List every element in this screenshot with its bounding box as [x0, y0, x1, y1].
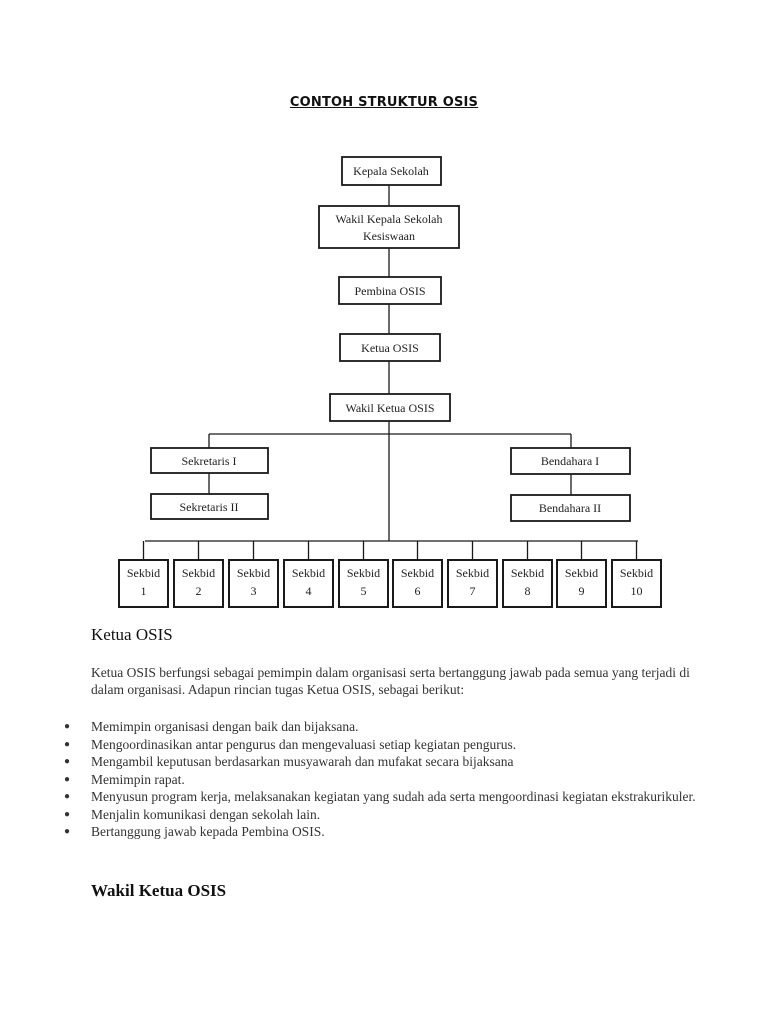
- box-pembina-osis: [338, 276, 442, 305]
- box-sekretaris-1: [150, 447, 269, 474]
- number-sekbid-8: 8: [525, 584, 531, 598]
- box-sekbid-5: [338, 559, 389, 608]
- label-sekbid-9: Sekbid: [565, 566, 598, 580]
- box-bendahara-2: [510, 494, 631, 522]
- box-sekbid-3: [228, 559, 279, 608]
- section-heading-ketua: Ketua OSIS: [91, 625, 173, 644]
- box-sekbid-2: [173, 559, 224, 608]
- bullet-icon: ●: [64, 808, 71, 820]
- list-item-text: Mengambil keputusan berdasarkan musyawar…: [91, 754, 514, 769]
- label-ketua-osis: Ketua OSIS: [361, 341, 419, 355]
- number-sekbid-5: 5: [361, 584, 367, 598]
- list-item: ● Menjalin komunikasi dengan sekolah lain…: [60, 806, 700, 824]
- number-sekbid-1: 1: [141, 584, 147, 598]
- org-chart: Kepala Sekolah Wakil Kepala Sekolah Kesi…: [118, 156, 662, 608]
- ketua-intro-paragraph: Ketua OSIS berfungsi sebagai pemimpin da…: [91, 665, 690, 697]
- box-sekbid-8: [502, 559, 553, 608]
- label-wakil-ketua-osis: Wakil Ketua OSIS: [345, 401, 434, 415]
- ketua-task-list: ● Memimpin organisasi dengan baik dan bij…: [60, 718, 700, 841]
- list-item: ● Mengoordinasikan antar pengurus dan men…: [60, 736, 700, 754]
- box-sekretaris-2: [150, 493, 269, 520]
- label-sekbid-3: Sekbid: [237, 566, 270, 580]
- list-item: ● Bertanggung jawab kepada Pembina OSIS.: [60, 823, 700, 841]
- label-sekbid-5: Sekbid: [347, 566, 380, 580]
- label-sekbid-6: Sekbid: [401, 566, 434, 580]
- list-item: ● Memimpin rapat.: [60, 771, 700, 789]
- section-heading-wakil: Wakil Ketua OSIS: [91, 881, 227, 900]
- label-bendahara-2: Bendahara II: [539, 501, 601, 515]
- list-item-text: Memimpin organisasi dengan baik dan bija…: [91, 719, 359, 734]
- bullet-icon: ●: [64, 738, 71, 750]
- bullet-icon: ●: [64, 756, 71, 767]
- box-sekbid-10: [611, 559, 662, 608]
- number-sekbid-6: 6: [415, 584, 421, 598]
- label-sekretaris-1: Sekretaris I: [182, 454, 237, 468]
- bullet-icon: ●: [64, 791, 71, 802]
- label-wakil-kepala-line1: Wakil Kepala Sekolah: [336, 212, 443, 226]
- box-sekbid-4: [283, 559, 334, 608]
- list-item-text: Bertanggung jawab kepada Pembina OSIS.: [91, 824, 325, 839]
- box-sekbid-9: [556, 559, 607, 608]
- bullet-icon: ●: [64, 773, 71, 785]
- list-item-text: Menjalin komunikasi dengan sekolah lain.: [91, 806, 321, 822]
- page-title: CONTOH STRUKTUR OSIS: [289, 95, 479, 110]
- label-sekbid-8: Sekbid: [511, 566, 544, 580]
- list-item: ● Mengambil keputusan berdasarkan musyawa…: [60, 753, 700, 771]
- label-sekretaris-2: Sekretaris II: [180, 500, 239, 514]
- box-kepala-sekolah: [341, 156, 442, 186]
- number-sekbid-9: 9: [579, 584, 585, 598]
- label-sekbid-10: Sekbid: [620, 566, 653, 580]
- box-sekbid-6: [392, 559, 443, 608]
- label-sekbid-4: Sekbid: [292, 566, 325, 580]
- label-sekbid-1: Sekbid: [127, 566, 160, 580]
- label-pembina-osis: Pembina OSIS: [354, 284, 425, 298]
- list-item: ● Memimpin organisasi dengan baik dan bij…: [60, 718, 700, 736]
- label-wakil-kepala-line2: Kesiswaan: [363, 229, 415, 243]
- box-bendahara-1: [510, 447, 631, 475]
- list-item-text: Mengoordinasikan antar pengurus dan meng…: [91, 736, 517, 752]
- box-sekbid-1: [118, 559, 169, 608]
- number-sekbid-10: 10: [631, 584, 643, 598]
- box-ketua-osis: [339, 333, 441, 362]
- bullet-icon: ●: [64, 826, 71, 837]
- list-item: ● Menyusun program kerja, melaksanakan ke…: [60, 788, 700, 806]
- bullet-icon: ●: [64, 721, 71, 732]
- label-sekbid-2: Sekbid: [182, 566, 215, 580]
- number-sekbid-3: 3: [251, 584, 257, 598]
- list-item-text: Memimpin rapat.: [91, 771, 185, 787]
- label-sekbid-7: Sekbid: [456, 566, 489, 580]
- box-sekbid-7: [447, 559, 498, 608]
- label-bendahara-1: Bendahara I: [541, 454, 599, 468]
- label-kepala-sekolah: Kepala Sekolah: [353, 164, 429, 178]
- number-sekbid-4: 4: [306, 584, 312, 598]
- box-wakil-ketua-osis: [329, 393, 451, 422]
- box-wakil-kepala: [318, 205, 460, 249]
- number-sekbid-2: 2: [196, 584, 202, 598]
- list-item-text: Menyusun program kerja, melaksanakan keg…: [91, 789, 696, 804]
- number-sekbid-7: 7: [470, 584, 476, 598]
